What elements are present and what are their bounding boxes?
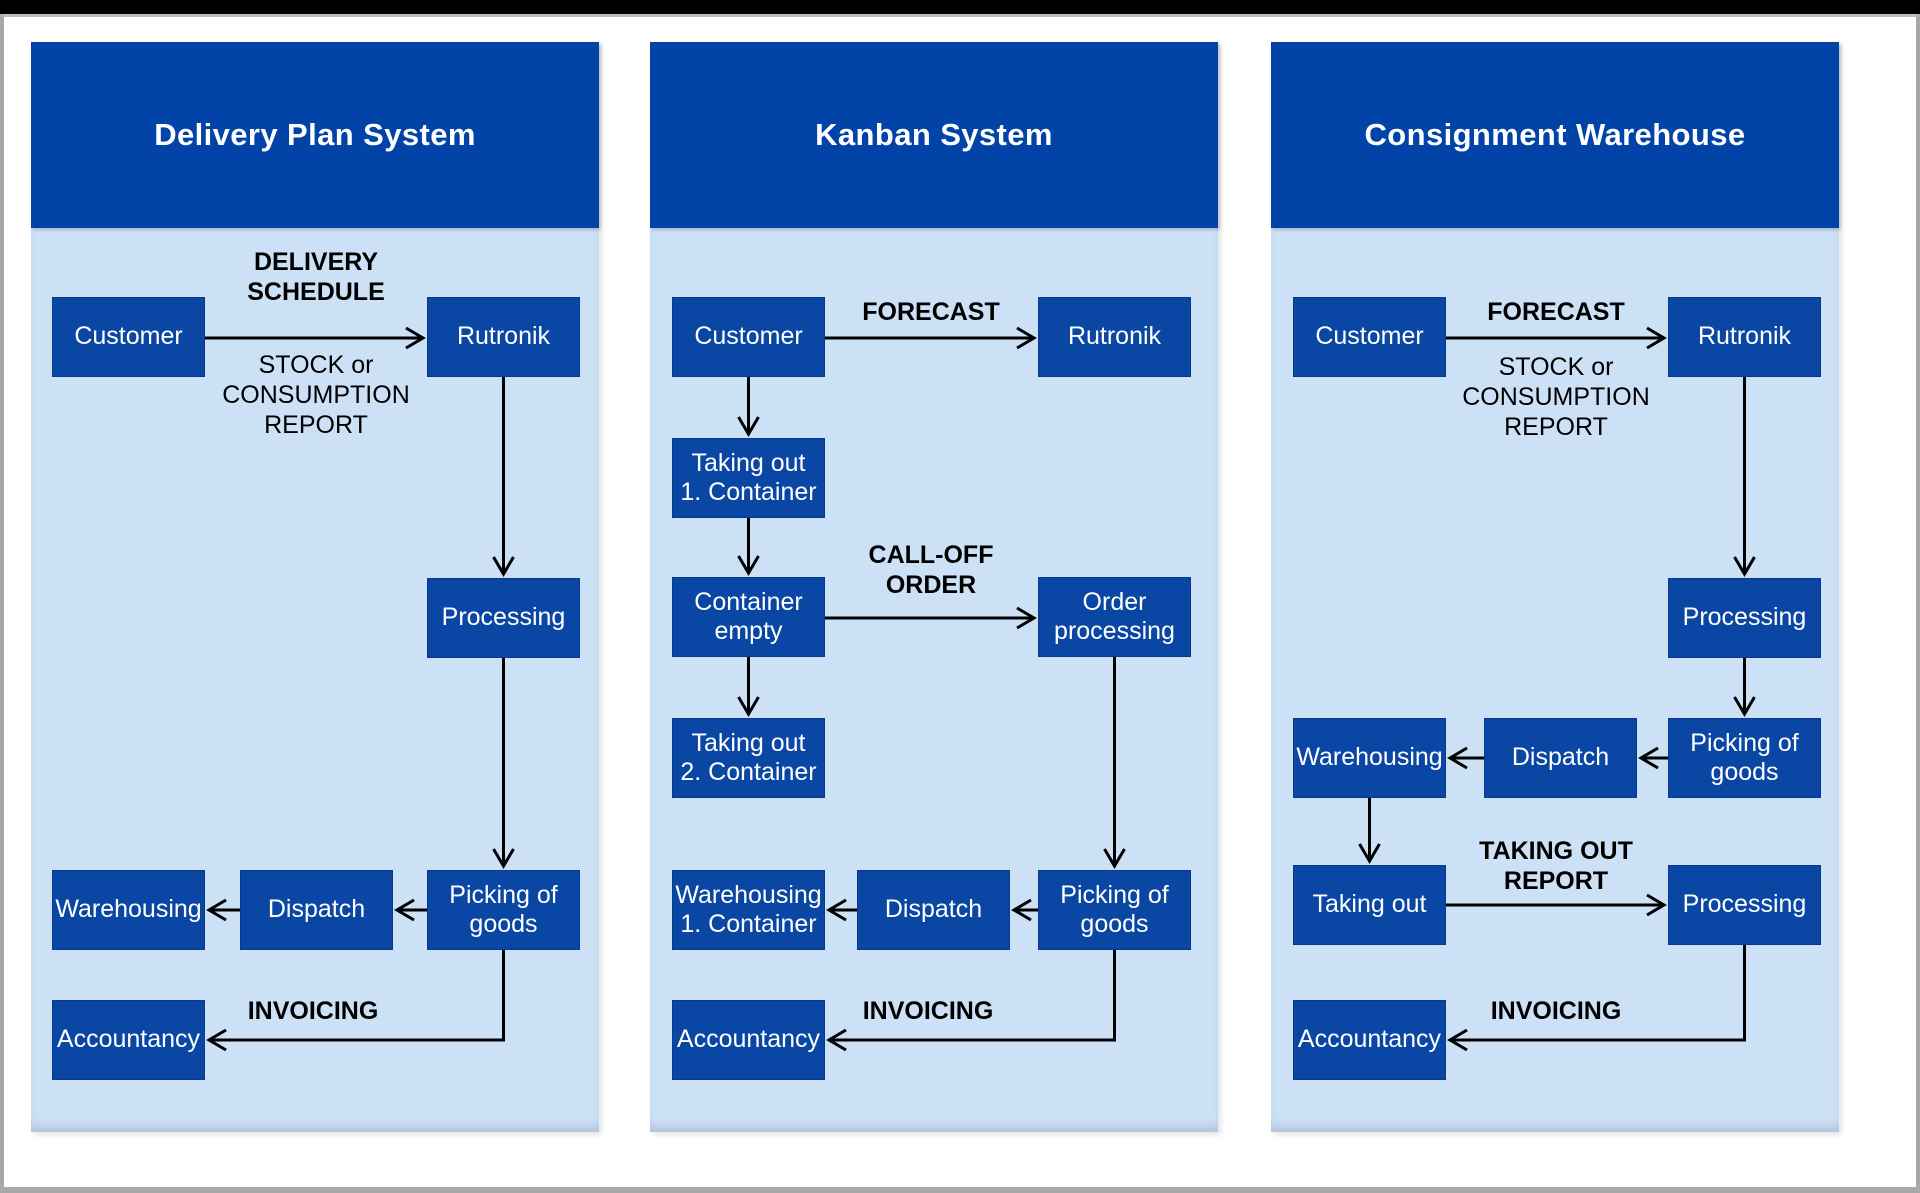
panel-title: Kanban System [815, 117, 1053, 152]
p2-node-accountancy: Accountancy [672, 1000, 825, 1080]
p2-node-picking-of-goods: Picking of goods [1038, 870, 1191, 950]
p3-node-accountancy: Accountancy [1293, 1000, 1446, 1080]
panel-kanban-header: Kanban System [650, 42, 1218, 228]
p2-node-customer: Customer [672, 297, 825, 377]
p1-node-rutronik: Rutronik [427, 297, 580, 377]
p3-node-picking-of-goods: Picking of goods [1668, 718, 1821, 798]
p1-label-invoicing: INVOICING [247, 997, 379, 1025]
p3-node-rutronik: Rutronik [1668, 297, 1821, 377]
p1-node-dispatch: Dispatch [240, 870, 393, 950]
p3-node-warehousing: Warehousing [1293, 718, 1446, 798]
p1-label-delivery-schedule: DELIVERY SCHEDULE [247, 248, 385, 306]
panel-consignment-header: Consignment Warehouse [1271, 42, 1839, 228]
p3-label-forecast: FORECAST [1487, 298, 1625, 326]
p2-label-invoicing: INVOICING [862, 997, 994, 1025]
p2-label-forecast: FORECAST [862, 298, 1000, 326]
p1-node-processing: Processing [427, 578, 580, 658]
p1-node-picking-of-goods: Picking of goods [427, 870, 580, 950]
p3-node-processing: Processing [1668, 578, 1821, 658]
p3-node-customer: Customer [1293, 297, 1446, 377]
p2-label-call-off-order: CALL-OFF ORDER [868, 541, 994, 599]
panel-title: Delivery Plan System [154, 117, 476, 152]
p3-node-processing-2: Processing [1668, 865, 1821, 945]
p1-label-stock-or-consumption-report: STOCK or CONSUMPTION REPORT [222, 351, 410, 439]
p2-node-container-empty: Container empty [672, 577, 825, 657]
p3-node-dispatch: Dispatch [1484, 718, 1637, 798]
panel-delivery-plan-header: Delivery Plan System [31, 42, 599, 228]
window-top-bar [0, 0, 1920, 14]
p2-node-rutronik: Rutronik [1038, 297, 1191, 377]
p3-label-stock-or-consumption-report: STOCK or CONSUMPTION REPORT [1462, 353, 1650, 441]
p2-node-warehousing-1-container: Warehousing 1. Container [672, 870, 825, 950]
p3-node-taking-out: Taking out [1293, 865, 1446, 945]
panel-title: Consignment Warehouse [1364, 117, 1746, 152]
p2-node-dispatch: Dispatch [857, 870, 1010, 950]
p3-label-taking-out-report: TAKING OUT REPORT [1479, 837, 1633, 895]
p2-node-order-processing: Order processing [1038, 577, 1191, 657]
p1-node-customer: Customer [52, 297, 205, 377]
p2-node-taking-out-2-container: Taking out 2. Container [672, 718, 825, 798]
p1-node-accountancy: Accountancy [52, 1000, 205, 1080]
p3-label-invoicing: INVOICING [1490, 997, 1622, 1025]
p1-node-warehousing: Warehousing [52, 870, 205, 950]
p2-node-taking-out-1-container: Taking out 1. Container [672, 438, 825, 518]
